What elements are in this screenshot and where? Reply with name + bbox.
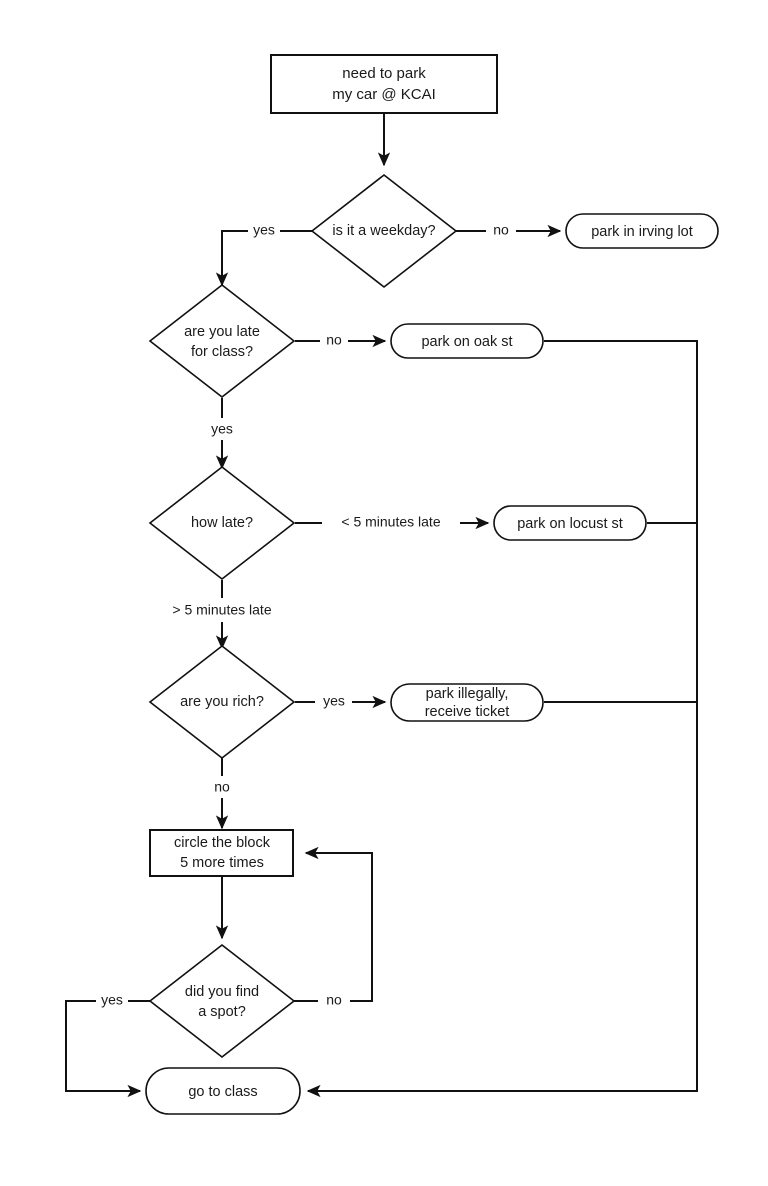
node-park-illegally[interactable]: park illegally, receive ticket bbox=[390, 683, 544, 722]
node-how-late-label: how late? bbox=[191, 515, 253, 531]
node-circle-the-block-line2: 5 more times bbox=[180, 855, 264, 871]
node-start-line2: my car @ KCAI bbox=[332, 86, 436, 103]
edge-label-late-no: no bbox=[326, 332, 342, 348]
node-start-line1: need to park bbox=[342, 65, 426, 82]
node-are-you-rich-label: are you rich? bbox=[180, 694, 264, 710]
edge-label-rich-yes: yes bbox=[323, 693, 345, 709]
node-are-you-late-diamond bbox=[148, 283, 296, 399]
node-park-oak-st-pill bbox=[390, 323, 544, 359]
node-circle-the-block[interactable]: circle the block 5 more times bbox=[149, 829, 294, 877]
node-park-irving-lot-pill bbox=[565, 213, 719, 249]
edge-label-late-yes: yes bbox=[211, 421, 233, 437]
node-are-you-late-line2: for class? bbox=[191, 344, 253, 360]
node-circle-the-block-box bbox=[149, 829, 294, 877]
node-park-locust-st-label: park on locust st bbox=[517, 516, 623, 532]
node-park-locust-st-pill bbox=[493, 505, 647, 541]
node-are-you-late-line1: are you late bbox=[184, 324, 260, 340]
node-how-late-diamond bbox=[148, 465, 296, 581]
node-go-to-class-pill bbox=[145, 1067, 301, 1115]
node-did-you-find-a-spot-line2: a spot? bbox=[198, 1004, 246, 1020]
edge-label-weekday-yes: yes bbox=[253, 222, 275, 238]
node-start[interactable]: need to park my car @ KCAI bbox=[270, 54, 498, 114]
node-did-you-find-a-spot-line1: did you find bbox=[185, 984, 259, 1000]
node-circle-the-block-line1: circle the block bbox=[174, 835, 271, 851]
node-park-irving-lot[interactable]: park in irving lot bbox=[565, 213, 719, 249]
edge-oak-to-bus bbox=[306, 340, 698, 1098]
node-go-to-class-label: go to class bbox=[188, 1084, 257, 1100]
edge-label-found-no: no bbox=[326, 992, 342, 1008]
node-park-irving-lot-label: park in irving lot bbox=[591, 224, 693, 240]
node-park-oak-st[interactable]: park on oak st bbox=[390, 323, 544, 359]
node-park-illegally-line1: park illegally, bbox=[426, 686, 509, 702]
node-park-illegally-pill bbox=[390, 683, 544, 722]
edge-label-rich-no: no bbox=[214, 779, 230, 795]
node-park-locust-st[interactable]: park on locust st bbox=[493, 505, 647, 541]
edge-label-howlate-under5: < 5 minutes late bbox=[341, 514, 440, 530]
edge-found-no-loop bbox=[294, 853, 373, 1002]
node-did-you-find-a-spot-diamond bbox=[148, 943, 296, 1059]
node-is-weekday-diamond bbox=[310, 173, 458, 289]
node-how-late[interactable]: how late? bbox=[148, 465, 296, 581]
node-park-oak-st-label: park on oak st bbox=[421, 334, 512, 350]
node-park-illegally-line2: receive ticket bbox=[425, 704, 510, 720]
edge-label-weekday-no: no bbox=[493, 222, 509, 238]
node-are-you-late[interactable]: are you late for class? bbox=[148, 283, 296, 399]
node-are-you-rich-diamond bbox=[148, 644, 296, 760]
node-is-weekday-label: is it a weekday? bbox=[332, 223, 435, 239]
node-did-you-find-a-spot[interactable]: did you find a spot? bbox=[148, 943, 296, 1059]
node-start-box bbox=[270, 54, 498, 114]
edge-label-howlate-over5: > 5 minutes late bbox=[172, 602, 271, 618]
edge-weekday-yes bbox=[222, 230, 313, 285]
node-is-weekday[interactable]: is it a weekday? bbox=[310, 173, 458, 289]
edge-found-yes bbox=[65, 1000, 150, 1091]
edge-label-found-yes: yes bbox=[101, 992, 123, 1008]
node-are-you-rich[interactable]: are you rich? bbox=[148, 644, 296, 760]
node-go-to-class[interactable]: go to class bbox=[145, 1067, 301, 1115]
